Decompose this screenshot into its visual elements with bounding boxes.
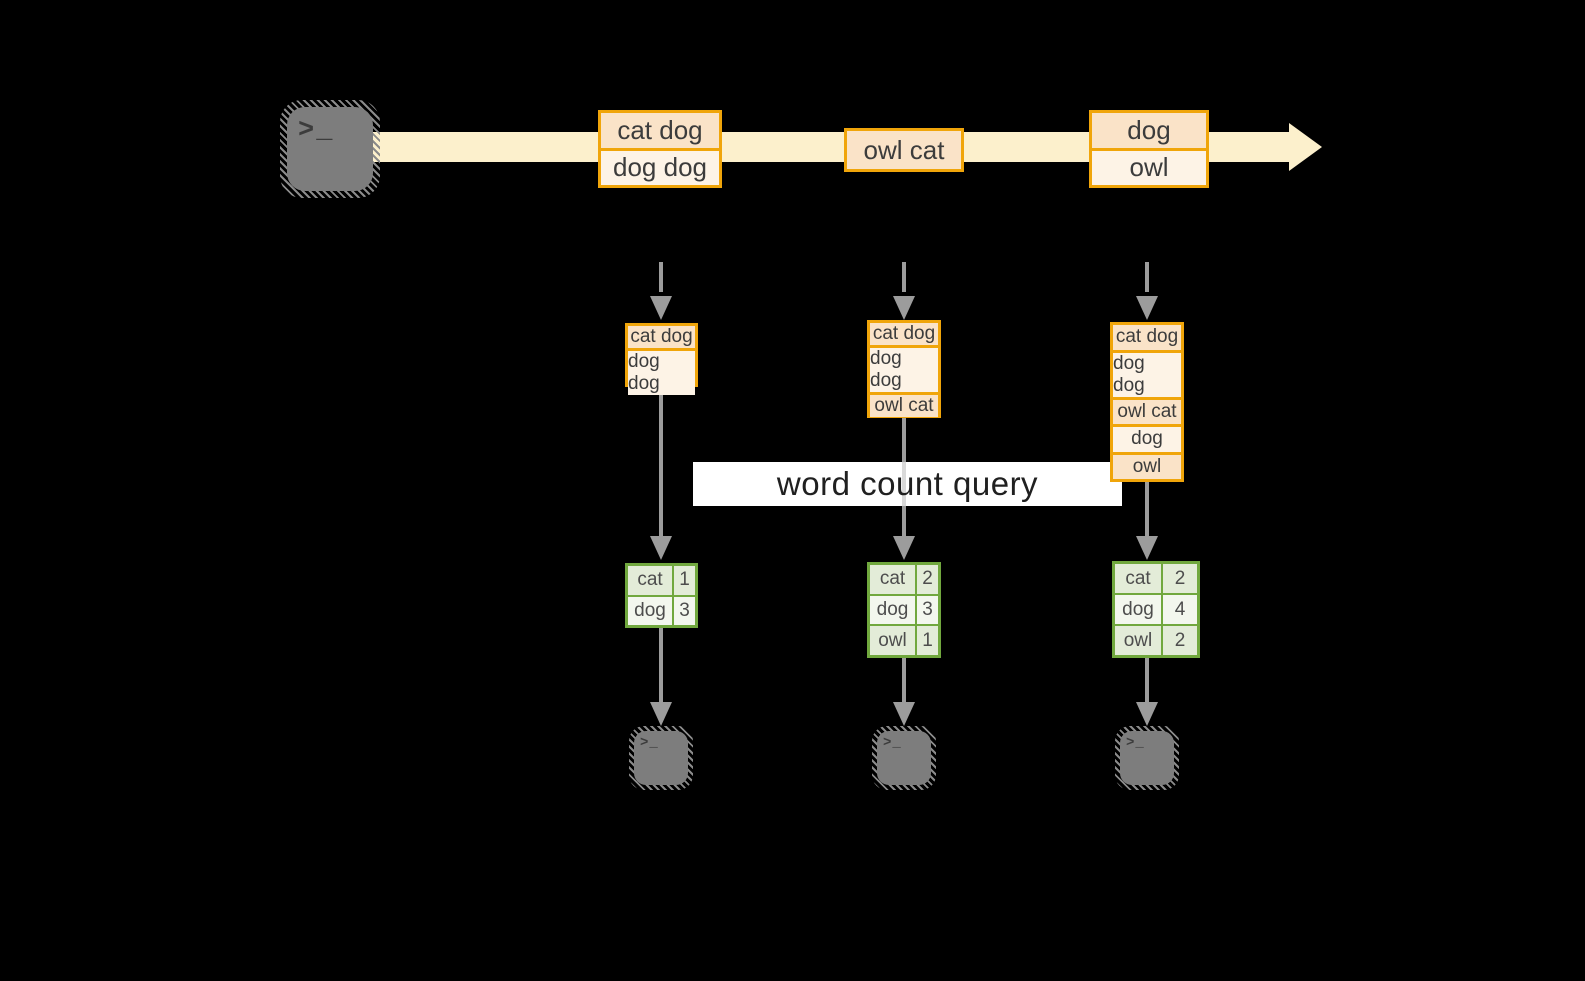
- dashed-arrowhead-icon: [893, 296, 915, 320]
- source-terminal-icon: >_: [280, 100, 380, 198]
- arrowhead-icon: [893, 536, 915, 560]
- buffer-cell: dog: [1113, 424, 1181, 452]
- terminal-prompt-glyph: >_: [1126, 735, 1145, 751]
- buffer-stack-2: cat dog dog dog owl cat: [867, 320, 941, 418]
- count-cell: 2: [917, 565, 938, 594]
- buffer-cell: owl cat: [870, 392, 938, 417]
- dashed-arrow: [902, 262, 906, 292]
- wordcount-table-2: cat 2 dog 3 owl 1: [867, 562, 941, 658]
- word-cell: dog: [870, 595, 915, 625]
- connector-line: [659, 387, 663, 537]
- word-cell: owl: [870, 626, 915, 655]
- count-cell: 1: [674, 566, 695, 595]
- count-cell: 2: [1163, 626, 1197, 655]
- terminal-prompt-glyph: >_: [298, 116, 335, 146]
- terminal-body: [287, 107, 373, 191]
- word-cell: cat: [870, 565, 915, 594]
- dashed-arrow: [659, 262, 663, 292]
- event-box-1: cat dog dog dog: [598, 110, 722, 188]
- buffer-cell: owl: [1113, 451, 1181, 479]
- count-cell: 3: [674, 596, 695, 625]
- dashed-arrowhead-icon: [650, 296, 672, 320]
- sink-terminal-icon-1: >_: [629, 726, 693, 790]
- word-cell: cat: [628, 566, 672, 595]
- connector-line: [659, 628, 663, 704]
- buffer-cell: cat dog: [628, 326, 695, 348]
- dashed-arrowhead-icon: [1136, 296, 1158, 320]
- buffer-cell: dog dog: [870, 345, 938, 392]
- arrowhead-icon: [650, 536, 672, 560]
- event-cell: owl cat: [847, 131, 961, 169]
- count-cell: 1: [917, 626, 938, 655]
- buffer-cell: owl cat: [1113, 396, 1181, 424]
- buffer-cell: dog dog: [628, 348, 695, 395]
- buffer-cell: dog dog: [1113, 349, 1181, 397]
- wordcount-table-1: cat 1 dog 3: [625, 563, 698, 628]
- terminal-body: [634, 731, 688, 785]
- connector-line: [1145, 482, 1149, 536]
- arrowhead-icon: [1136, 702, 1158, 726]
- count-cell: 2: [1163, 564, 1197, 593]
- event-box-3: dog owl: [1089, 110, 1209, 188]
- word-cell: owl: [1115, 626, 1161, 655]
- terminal-prompt-glyph: >_: [640, 735, 659, 751]
- query-banner: word count query: [693, 462, 1122, 506]
- buffer-cell: cat dog: [1113, 325, 1181, 350]
- stream-arrowhead-icon: [1289, 123, 1322, 171]
- dashed-arrow: [1145, 262, 1149, 292]
- buffer-stack-3: cat dog dog dog owl cat dog owl: [1110, 322, 1184, 482]
- arrowhead-icon: [893, 702, 915, 726]
- event-box-2: owl cat: [844, 128, 964, 172]
- arrowhead-icon: [650, 702, 672, 726]
- connector-line: [902, 658, 906, 704]
- buffer-cell: cat dog: [870, 323, 938, 345]
- word-cell: cat: [1115, 564, 1161, 593]
- event-cell: dog: [1092, 113, 1206, 148]
- event-cell: owl: [1092, 147, 1206, 185]
- buffer-stack-1: cat dog dog dog: [625, 323, 698, 395]
- terminal-prompt-glyph: >_: [883, 735, 902, 751]
- count-cell: 3: [917, 595, 938, 625]
- sink-terminal-icon-3: >_: [1115, 726, 1179, 790]
- word-cell: dog: [628, 596, 672, 625]
- count-cell: 4: [1163, 595, 1197, 624]
- query-banner-label: word count query: [776, 465, 1039, 502]
- connector-line-through-banner: [902, 462, 906, 506]
- wordcount-table-3: cat 2 dog 4 owl 2: [1112, 561, 1200, 658]
- connector-line: [1145, 658, 1149, 704]
- terminal-body: [877, 731, 931, 785]
- sink-terminal-icon-2: >_: [872, 726, 936, 790]
- arrowhead-icon: [1136, 536, 1158, 560]
- event-cell: cat dog: [601, 113, 719, 148]
- terminal-body: [1120, 731, 1174, 785]
- word-cell: dog: [1115, 595, 1161, 624]
- event-cell: dog dog: [601, 147, 719, 185]
